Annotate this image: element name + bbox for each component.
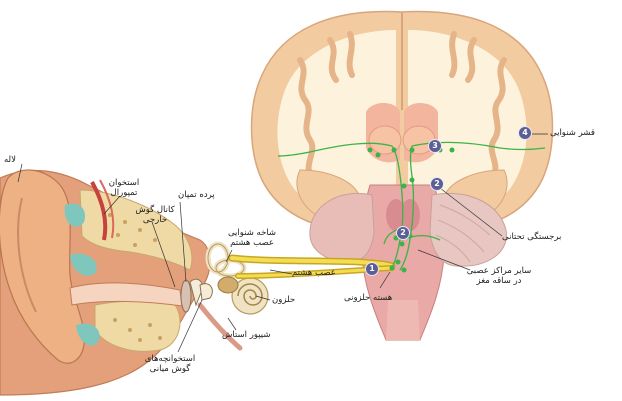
auditory-nerve [228,254,396,279]
label-thalamus: برجستگی تحتانی [502,232,562,242]
label-ear-canal: کانال گوش خارجی [135,205,175,225]
badge-2-lower: 2 [396,226,410,240]
label-ossicles: استخوانچه‌های گوش میانی [144,354,196,374]
label-auditory-cortex: قشر شنوایی [550,128,595,138]
pathway-nodes [367,147,455,273]
label-other-centers: سایر مراکز عصبی در ساقه مغز [466,266,532,286]
badge-2-upper: 2 [430,177,444,191]
label-vestibular-branch: شاخه شنوایی عصب هشتم [227,228,277,248]
label-eighth-nerve: عصب هشتم [292,268,336,278]
brain-cross-section [250,10,554,341]
label-cochlear-nucleus: هسته حلزونی [344,293,393,303]
label-temporal-bone: استخوان تمپورال [108,178,140,198]
label-eustachian: شیپور استاش [222,330,271,340]
label-pinna: لاله [4,155,16,165]
ear-anatomy [0,169,269,396]
badge-1: 1 [365,262,379,276]
label-cochlea: حلزون [272,295,296,305]
label-eardrum: پرده تمپان [178,190,215,200]
badge-4: 4 [518,126,532,140]
leader-lines [17,133,548,353]
badge-3: 3 [428,139,442,153]
